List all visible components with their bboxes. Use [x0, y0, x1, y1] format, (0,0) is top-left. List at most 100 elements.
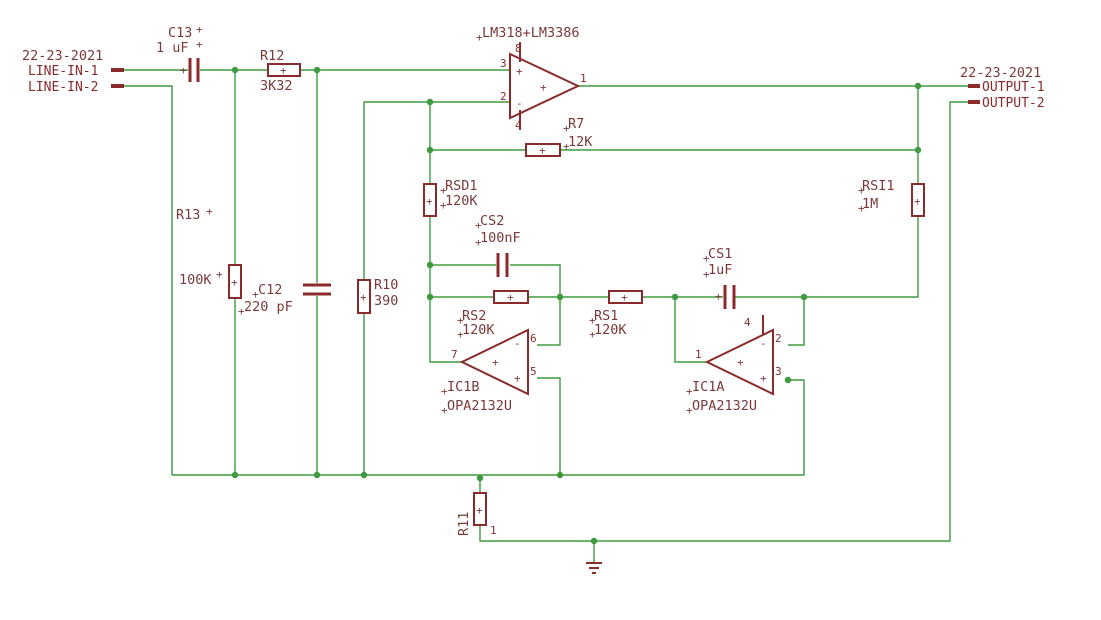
resistor-rsi1[interactable]: + RSI1 + 1M + [858, 178, 925, 217]
r11-pin-number: 1 [490, 524, 497, 537]
pin-output-2[interactable] [968, 100, 980, 104]
r13-name: R13 [176, 207, 200, 223]
rsi1-value: 1M [862, 196, 878, 212]
r13-plus-mark: + [231, 276, 238, 289]
junction [476, 474, 484, 482]
rs1-body [608, 290, 643, 304]
input-connector: 22-23-2021 LINE-IN-1 LINE-IN-2 [22, 48, 124, 95]
opamp-main-pin-2: 2 [500, 90, 507, 103]
wire-rs2 [430, 296, 805, 346]
opamp-main-pin-4: 4 [515, 119, 522, 132]
resistor-rs2[interactable]: + RS2 + 120K + [457, 290, 529, 341]
r7-plus-mark: + [539, 144, 546, 157]
wires [124, 69, 968, 563]
rs1-tick: + [589, 328, 596, 341]
junction [426, 146, 434, 154]
rs2-value: 120K [462, 322, 495, 338]
resistor-r7[interactable]: + R7 + 12K + [525, 116, 593, 157]
junction [671, 293, 679, 301]
r7-value: 12K [568, 134, 593, 150]
c12-value: 220 pF [244, 299, 293, 315]
opamp-main-minus-symbol: - [516, 97, 523, 110]
junction [231, 471, 239, 479]
r10-body [357, 279, 371, 314]
junction [426, 293, 434, 301]
r11-body [473, 492, 487, 526]
resistor-r12[interactable]: + R12 3K32 [260, 48, 301, 94]
opamp-ic1a-pin-2: 2 [775, 332, 782, 345]
opamp-ic1a-tick: + [686, 385, 693, 398]
r13-tick: + [216, 268, 223, 281]
cs1-name: CS1 [708, 246, 732, 262]
rs2-body [493, 290, 529, 304]
r12-name: R12 [260, 48, 284, 64]
junction [556, 293, 564, 301]
r13-tick: + [206, 205, 213, 218]
opamp-ic1b-body [459, 328, 529, 396]
cs2-value: 100nF [480, 230, 521, 246]
capacitor-c13[interactable]: + C13 1 uF + + [156, 23, 203, 82]
resistor-rsd1[interactable]: + RSD1 + 120K + [423, 178, 478, 217]
opamp-ic1b-name: IC1B [447, 379, 480, 395]
opamp-ic1b-tick: + [441, 385, 448, 398]
opamp-ic1b-center-mark: + [492, 356, 499, 369]
cs2-tick: + [475, 219, 482, 232]
rsd1-body [423, 183, 437, 217]
c13-tick: + [196, 38, 203, 51]
capacitor-cs1[interactable]: + CS1 + 1uF + [703, 246, 736, 309]
r11-name: R11 [456, 512, 472, 536]
opamp-ic1b[interactable]: - + + 7 6 5 IC1B + OPA2132U + [441, 328, 537, 417]
line-in-1-label: LINE-IN-1 [28, 64, 98, 79]
cs1-tick: + [703, 252, 710, 265]
rs2-name: RS2 [462, 308, 486, 324]
rs1-value: 120K [594, 322, 627, 338]
resistor-r11[interactable]: + R11 1 [456, 492, 497, 537]
opamp-main-pin-1: 1 [580, 72, 587, 85]
junction [360, 471, 368, 479]
opamp-ic1a[interactable]: - + + 1 2 3 4 IC1A + OPA2132U + [686, 315, 782, 417]
opamp-main-name: LM318+LM3386 [482, 25, 580, 41]
resistor-r13[interactable]: + R13 + 100K + [176, 205, 242, 299]
cs1-plus-mark: + [715, 290, 722, 303]
output-2-label: OUTPUT-2 [982, 96, 1045, 111]
wire-ic1b-plus [537, 377, 561, 475]
opamp-ic1b-tick: + [441, 404, 448, 417]
capacitor-cs2[interactable]: CS2 + 100nF + [475, 213, 521, 277]
opamp-ic1a-plus-symbol: + [760, 372, 767, 385]
junction [426, 98, 434, 106]
opamp-ic1a-pin-1: 1 [695, 348, 702, 361]
wire-cs2 [430, 264, 561, 346]
r12-body [267, 63, 301, 77]
cs1-value: 1uF [708, 262, 732, 278]
junction [914, 82, 922, 90]
cs2-name: CS2 [480, 213, 504, 229]
opamp-ic1a-pin-4: 4 [744, 316, 751, 329]
junction [313, 66, 321, 74]
rsi1-tick: + [858, 202, 865, 215]
rs2-plus-mark: + [507, 291, 514, 304]
opamp-ic1b-plus-symbol: + [514, 372, 521, 385]
pin-output-1[interactable] [968, 84, 980, 88]
c13-plus-mark: + [180, 64, 187, 77]
wire-r10 [363, 101, 510, 475]
resistor-r10[interactable]: + R10 390 [357, 277, 398, 314]
cs2-tick: + [475, 236, 482, 249]
opamp-ic1a-body [704, 328, 774, 396]
junction [313, 471, 321, 479]
junction [914, 146, 922, 154]
capacitor-c12[interactable]: C12 + 220 pF + [238, 282, 331, 318]
wire-bottom-rail [172, 379, 805, 476]
opamp-ic1b-value: OPA2132U [447, 398, 512, 414]
pin-line-in-2[interactable] [111, 84, 124, 88]
rs2-tick: + [457, 328, 464, 341]
opamp-ic1a-value: OPA2132U [692, 398, 757, 414]
pin-line-in-1[interactable] [111, 68, 124, 72]
opamp-main[interactable]: + - + 3 2 1 8 4 LM318+LM3386 + [476, 25, 587, 132]
r7-tick: + [563, 122, 570, 135]
r7-tick: + [563, 140, 570, 153]
opamp-ic1a-tick: + [686, 404, 693, 417]
r11-plus-mark: + [476, 504, 483, 517]
wire-line-in-2 [124, 85, 173, 475]
opamp-ic1a-center-mark: + [737, 356, 744, 369]
resistor-rs1[interactable]: + RS1 + 120K + [589, 290, 643, 341]
